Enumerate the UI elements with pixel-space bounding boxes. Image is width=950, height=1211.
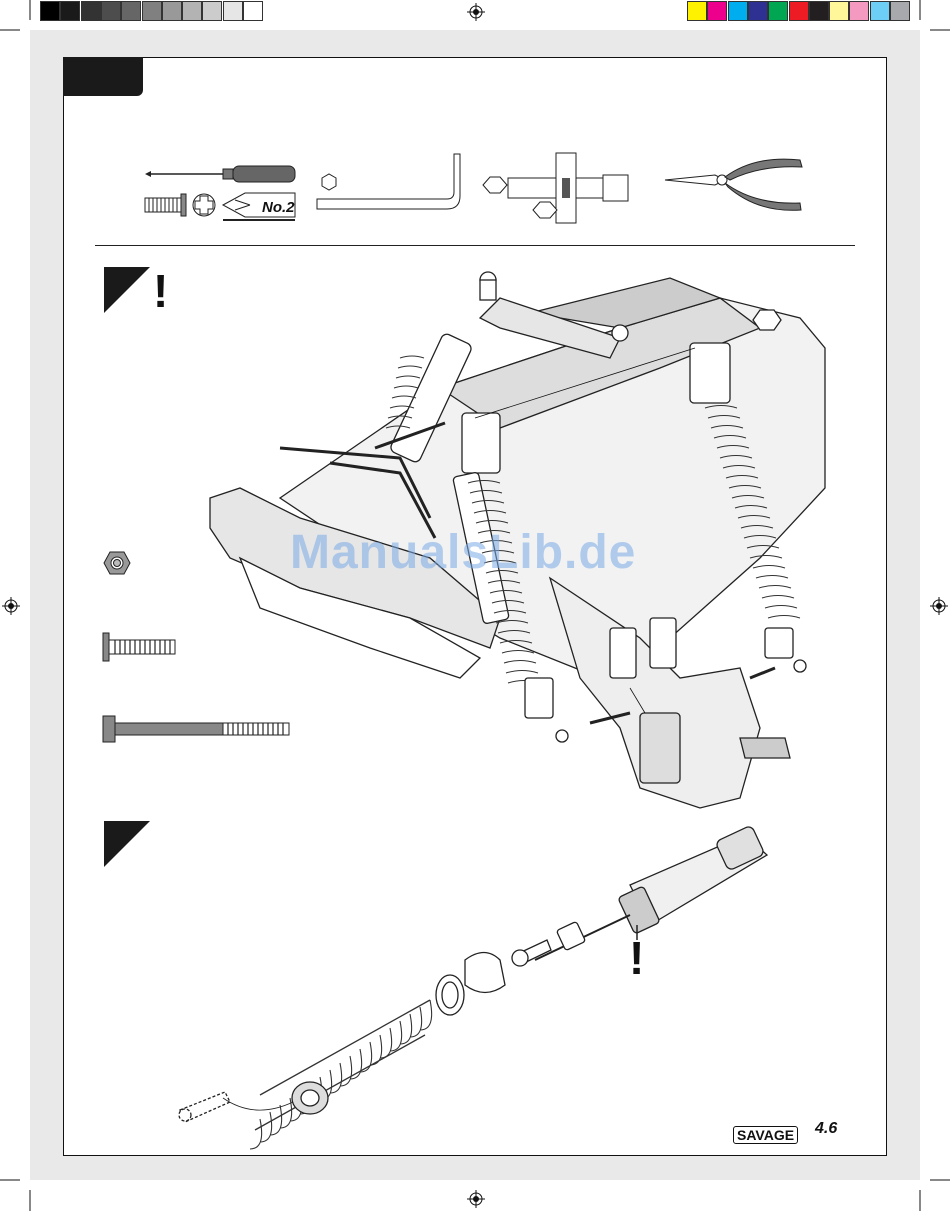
screwdriver-size-label: No.2: [262, 199, 295, 216]
step-1-warning-icon: !: [153, 268, 168, 314]
savage-logo-suffix: 4.6: [815, 1120, 837, 1138]
hex-allen-wrench-icon: [312, 150, 462, 215]
step-2-marker: [104, 821, 150, 867]
phillips-screwdriver-icon: [145, 160, 300, 230]
step-2-warning-icon: !: [629, 935, 644, 981]
cross-wrench-icon: [478, 150, 638, 225]
shock-exploded-view-illustration: [175, 830, 785, 1130]
lock-nut-icon: [104, 550, 130, 576]
watermark-text: ManualsLib.de: [290, 525, 636, 580]
page-number-tab: [63, 57, 143, 96]
savage-logo-text: SAVAGE: [733, 1126, 798, 1144]
section-divider: [95, 245, 855, 246]
step-1-marker: [104, 267, 150, 313]
savage-logo: SAVAGE 4.6: [733, 1120, 853, 1146]
needle-nose-pliers-icon: [660, 155, 810, 213]
short-screw-icon: [103, 633, 178, 661]
